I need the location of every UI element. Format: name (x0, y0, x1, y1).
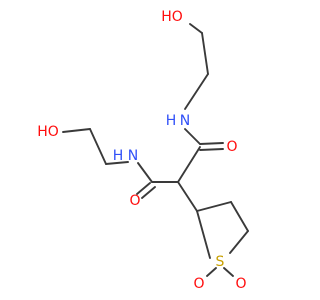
bond-o1-c (189, 23, 203, 34)
molecule-diagram: HO N H O HO N H O S O O (37, 9, 249, 292)
bond-s-o5 (206, 267, 217, 277)
bond-s-o6 (223, 267, 234, 277)
atom-label-s1: S (216, 254, 225, 270)
atom-label-o4: O (129, 193, 140, 209)
bond-c-c-lower (89, 128, 107, 165)
atom-label-n2: N (128, 148, 138, 164)
bond-c-o4-a (136, 182, 151, 195)
bond-c-o2-b (199, 148, 224, 151)
bond-n1-c (184, 128, 201, 145)
bond-c-o4-b (141, 186, 156, 199)
atom-labels: HO N H O HO N H O S O O (37, 9, 246, 292)
atom-label-h1: H (166, 113, 177, 129)
atom-label-n1: N (180, 113, 190, 129)
bond-carbonyl-ch-upper (177, 146, 201, 183)
atom-label-o3: HO (37, 124, 59, 140)
bond-c-n1 (184, 73, 209, 110)
ring-bond-1 (196, 201, 232, 212)
bond-c-o2-a (199, 142, 224, 145)
ring-bond-4 (196, 210, 211, 259)
atom-label-o5: O (193, 276, 204, 292)
bond-n2-c (137, 162, 153, 183)
bond-ch-ring (177, 181, 198, 212)
structure-drawing: HO N H O HO N H O S O O (37, 9, 249, 292)
bonds (62, 23, 249, 277)
bond-o3-c (62, 128, 91, 133)
atom-label-o2: O (226, 139, 237, 155)
bond-c-n2 (105, 161, 129, 165)
atom-label-h2: H (113, 148, 124, 164)
atom-label-o6: O (235, 276, 246, 292)
atom-label-o1: HO (161, 9, 183, 25)
bond-c-c-upper (201, 32, 209, 75)
ring-bond-3 (229, 230, 249, 254)
ring-bond-2 (230, 201, 249, 232)
